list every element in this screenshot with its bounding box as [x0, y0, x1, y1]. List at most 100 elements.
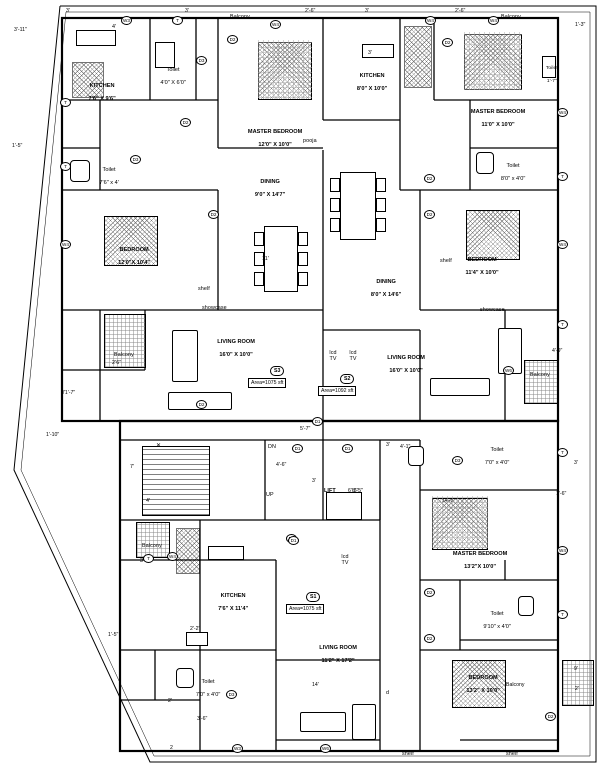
toilet-fixture-s2b [476, 152, 494, 174]
door-d2-s2-mb: D2 [442, 38, 453, 47]
toilet-fixture-s1a [408, 446, 424, 466]
room-living-s1: LIVING ROOM 11'2" X 17'2" [292, 638, 378, 672]
dining-table-s2 [340, 172, 376, 240]
unit-tag-s2: S2 [340, 374, 355, 384]
room-kitchen-s3: KITCHEN 7'6" X 9'6" [70, 76, 128, 110]
room-master-bedroom-s3-name: MASTER BEDROOM [247, 128, 303, 135]
door-d2-s3-mb: D2 [180, 118, 191, 127]
balcony-label-s1: Balcony [142, 543, 162, 549]
stair-width-label: 7' [130, 464, 135, 470]
room-dining-s2-name: DINING [376, 278, 396, 285]
lift-dim: 5'-5" [352, 488, 364, 494]
window-w6-bottom: W6 [320, 744, 331, 753]
balcony-pattern-top-left [258, 40, 312, 98]
room-toilet-s3a: Toilet 4'0" X 6'0" [148, 60, 192, 94]
dim-2-2: 2'-2" [190, 626, 201, 632]
dining-chair-s2-1 [330, 178, 340, 192]
dim-top-4: 3' [365, 8, 369, 14]
balcony-dim-s3: 2'6" [112, 360, 122, 366]
room-living-s3: LIVING ROOM 16'0" X 10'0" [188, 332, 278, 366]
dim-3-6: 3'-6" [197, 716, 208, 722]
dim-2ft-b: 2' [168, 698, 172, 704]
dim-2ft: 4' [112, 24, 117, 30]
dim-top-2: 3' [185, 8, 189, 14]
dim-11ft: Balcony [506, 682, 525, 688]
shelf-label-s1a: shelf [402, 751, 414, 757]
room-toilet-lobby-dims: 7'0" x 4'0" [484, 460, 510, 467]
room-kitchen-s3-dims: 7'6" X 9'6" [88, 96, 116, 103]
room-bedroom-s2-dims: 11'4" X 10'0" [465, 270, 499, 277]
room-bedroom-s3: BEDROOM 12'0"X 10'4" [92, 240, 170, 274]
balcony-label-s1b: 2' [574, 686, 580, 692]
dim-14ft: 14' [312, 682, 319, 688]
window-t-s2-right: T [557, 172, 568, 181]
dim-right-top: 1'-3" [575, 22, 586, 28]
toilet-fixture-s3b [70, 160, 90, 182]
room-toilet-s2a: Toilet 1'-7" [538, 60, 560, 92]
room-toilet-s1-name: Toilet [201, 678, 215, 685]
dim-top-1: 3' [66, 8, 70, 14]
shelf-label-s2: shelf [440, 258, 452, 264]
sofa-s1-2 [352, 704, 376, 740]
room-toilet-s2a-dims: 1'-7" [546, 79, 557, 85]
dim-left-2: 71'-7" [62, 390, 76, 396]
door-d2-s2-bed: D2 [424, 210, 435, 219]
dim-right-3: 3' [574, 460, 578, 466]
room-master-bedroom-s1-name: MASTER BEDROOM [452, 550, 508, 557]
door-d2-top-left: D2 [227, 35, 238, 44]
room-toilet-s3b-name: Toilet [102, 166, 116, 173]
lobby-dim-6: 3' [386, 442, 390, 448]
dining-chair-s2-2 [330, 198, 340, 212]
dining-chair-s3-1 [254, 232, 264, 246]
room-bedroom-s2: BEDROOM 11'4" X 10'0" [440, 250, 518, 284]
unit-area-s3: Area=1075 sft [248, 378, 287, 388]
bed-s2 [466, 210, 520, 260]
dim-7-9: 3' [368, 50, 372, 56]
room-toilet-s1b-name: Toilet [490, 610, 504, 617]
balcony-pattern-top-right [464, 32, 522, 90]
window-w4-s1-right: W4 [557, 546, 568, 555]
lobby-dim-3: 4'-1" [400, 444, 411, 450]
window-w3-bottom: W3 [232, 744, 243, 753]
bed-s3 [104, 216, 158, 266]
unit-tag-s3: S3 [270, 366, 285, 376]
room-master-bedroom-s2-dims: 11'0" X 10'0" [481, 122, 515, 129]
unit-area-s2: Area=1092 sft [318, 386, 357, 396]
door-d2-s1-right: D2 [545, 712, 556, 721]
dining-chair-s3-5 [298, 252, 308, 266]
room-toilet-s3b: Toilet 7'6" x 4' [84, 160, 128, 194]
room-toilet-s2a-name: Toilet [545, 66, 558, 72]
dining-chair-s3-4 [298, 232, 308, 246]
room-master-bedroom-s1: MASTER BEDROOM 13'2"X 10'0" [422, 544, 532, 578]
window-w4-s1: W4 [167, 552, 178, 561]
dim-right-1: 1'-6" [556, 491, 567, 497]
kitchen-counter-s1 [176, 528, 200, 574]
window-t-top-left: T [172, 16, 183, 25]
sofa-s3-1 [172, 330, 198, 382]
balcony-tile-s1 [136, 522, 170, 558]
window-t-s2-right-3: T [557, 320, 568, 329]
room-bedroom-s2-name: BEDROOM [467, 256, 497, 263]
door-d1-s3: D1 [312, 417, 323, 426]
sofa-s1-1 [300, 712, 346, 732]
room-kitchen-s2-name: KITCHEN [359, 72, 385, 79]
room-master-bedroom-s2-name: MASTER BEDROOM [470, 108, 526, 115]
room-bedroom-s1: BEDROOM 13'2" X 10'0" [440, 668, 520, 702]
door-d2-s2-t: D2 [424, 174, 435, 183]
room-toilet-s3a-name: Toilet [166, 66, 180, 73]
dim-2-bottom: 2 [170, 745, 173, 751]
balcony-label-top-left: Balcony [230, 14, 250, 20]
door-d3-s3a: D3 [196, 56, 207, 65]
bed-s1 [452, 660, 506, 708]
dim-left-1: 1'-5" [12, 143, 23, 149]
stair-depth-label: 4' [146, 498, 151, 504]
dining-chair-s2-3 [330, 218, 340, 232]
room-toilet-lobby-name: Toilet [490, 446, 504, 453]
unit-area-s1: Area=1075 sft [286, 604, 325, 614]
dining-chair-s3-3 [254, 272, 264, 286]
toilet-fixture-s2a [542, 56, 556, 78]
shelf-label-s3: shelf [198, 286, 210, 292]
dining-chair-s2-5 [376, 198, 386, 212]
room-toilet-s3b-dims: 7'6" x 4' [99, 180, 119, 187]
